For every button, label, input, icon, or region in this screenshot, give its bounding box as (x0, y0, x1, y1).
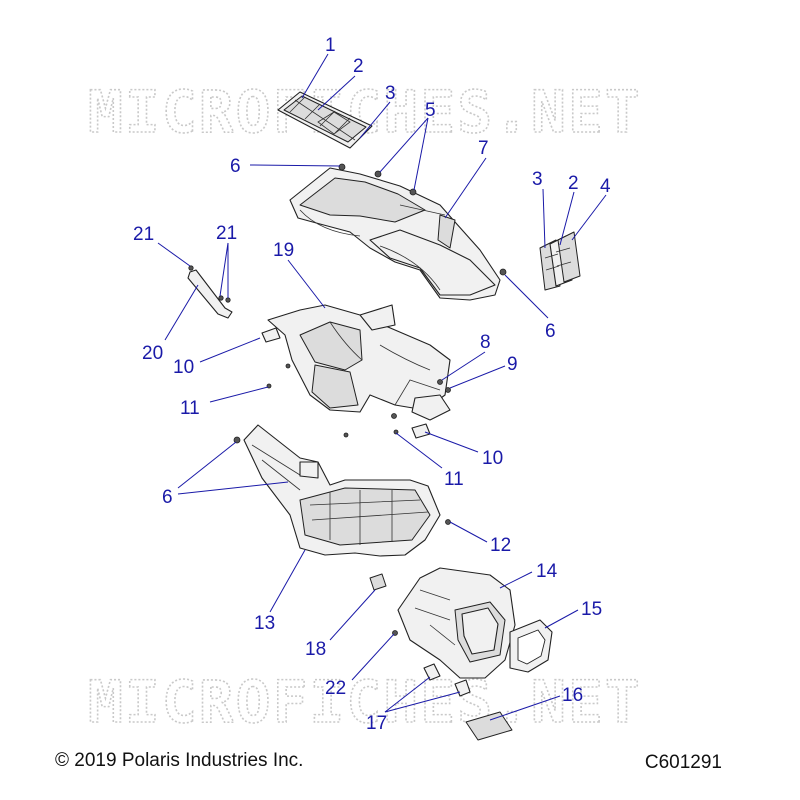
callout-11: 11 (444, 469, 464, 490)
callout-12: 12 (490, 535, 511, 556)
watermark-top: MICROFICHES.NET (88, 78, 642, 146)
outlet-duct (397, 567, 516, 679)
callout-8: 8 (480, 332, 491, 353)
callout-17: 17 (366, 713, 387, 734)
callout-14: 14 (536, 561, 558, 582)
callout-6: 6 (162, 487, 173, 508)
callout-13: 13 (254, 613, 275, 634)
watermark-bottom: MICROFICHES.NET (88, 668, 642, 736)
callout-19: 19 (273, 240, 294, 261)
callout-6: 6 (545, 321, 556, 342)
airbox-housing (261, 304, 451, 439)
mounting-bracket (187, 265, 233, 319)
callout-18: 18 (305, 639, 326, 660)
warning-label (465, 711, 513, 741)
callout-3: 3 (385, 83, 396, 104)
outlet-seal (509, 619, 553, 673)
lower-filter-housing (243, 424, 441, 557)
callout-22: 22 (325, 678, 346, 699)
callout-2: 2 (353, 56, 364, 77)
callout-4: 4 (600, 176, 611, 197)
callout-5: 5 (425, 100, 436, 121)
diagram-code: C601291 (644, 752, 722, 773)
callout-10: 10 (173, 357, 194, 378)
callout-21: 21 (216, 223, 237, 244)
callout-labels: 1 2 3 5 6 7 3 2 4 21 21 19 6 20 10 8 9 1… (133, 35, 611, 734)
callout-21: 21 (133, 224, 154, 245)
filter-grille-top (277, 91, 373, 149)
copyright-notice: © 2019 Polaris Industries Inc. (55, 750, 304, 771)
callout-6: 6 (230, 156, 241, 177)
callout-1: 1 (325, 35, 336, 56)
callout-20: 20 (142, 343, 163, 364)
callout-2: 2 (568, 173, 579, 194)
callout-10: 10 (482, 448, 503, 469)
clip-part (369, 573, 387, 591)
callout-16: 16 (562, 685, 583, 706)
callout-7: 7 (478, 138, 489, 159)
callout-9: 9 (507, 354, 518, 375)
leader-lines (157, 53, 607, 721)
upper-duct-cover (289, 167, 501, 301)
callout-15: 15 (581, 599, 602, 620)
callout-11: 11 (180, 398, 200, 419)
side-filter-assembly (539, 231, 581, 291)
callout-3: 3 (532, 169, 543, 190)
